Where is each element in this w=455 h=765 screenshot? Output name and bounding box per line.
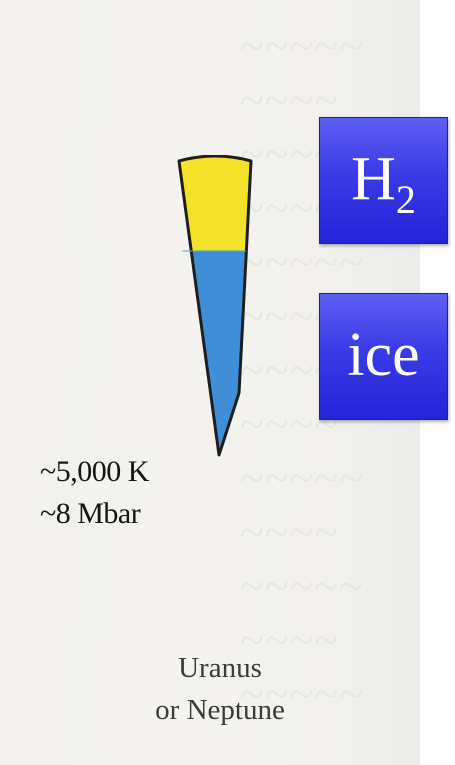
planet-label-line2: or Neptune: [155, 694, 285, 726]
interior-wedge: [177, 155, 253, 457]
temperature-label: ~5,000 K: [40, 455, 149, 488]
planet-label-line1: Uranus: [178, 652, 262, 684]
pressure-label: ~8 Mbar: [40, 497, 141, 530]
ice-layer: [179, 251, 251, 455]
hydrogen-layer: [179, 156, 251, 251]
wedge-outline: [177, 155, 253, 457]
ice-tag: ice: [319, 293, 448, 420]
h2-tag-base: H: [351, 145, 396, 213]
h2-tag: H2: [319, 117, 448, 244]
h2-tag-subscript: 2: [395, 177, 416, 222]
